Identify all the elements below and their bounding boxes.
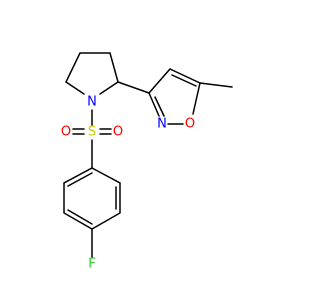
bond	[67, 172, 93, 187]
bond	[117, 81, 150, 94]
atom-labels: N N O S O O F	[61, 95, 195, 272]
oxygen-label: O	[113, 125, 123, 140]
bond	[99, 81, 119, 95]
bonds	[63, 52, 233, 258]
fluorine-label: F	[88, 257, 95, 272]
bond	[199, 82, 233, 88]
bond	[67, 209, 93, 225]
oxygen-label: O	[185, 117, 195, 132]
bond	[63, 167, 121, 230]
bond	[148, 68, 171, 94]
bond	[169, 68, 201, 84]
sulfur-label: S	[88, 125, 96, 140]
molecule-structure: N N O S O O F	[61, 52, 233, 272]
bond	[148, 92, 160, 117]
bond	[65, 81, 85, 95]
bond	[65, 52, 119, 83]
bond	[171, 74, 197, 87]
molecule-diagram: N N O S O O F	[61, 52, 233, 272]
oxygen-label: O	[61, 125, 71, 140]
nitrogen-label: N	[157, 117, 167, 132]
bond	[154, 96, 165, 117]
bond	[192, 82, 201, 115]
nitrogen-label: N	[87, 95, 97, 110]
